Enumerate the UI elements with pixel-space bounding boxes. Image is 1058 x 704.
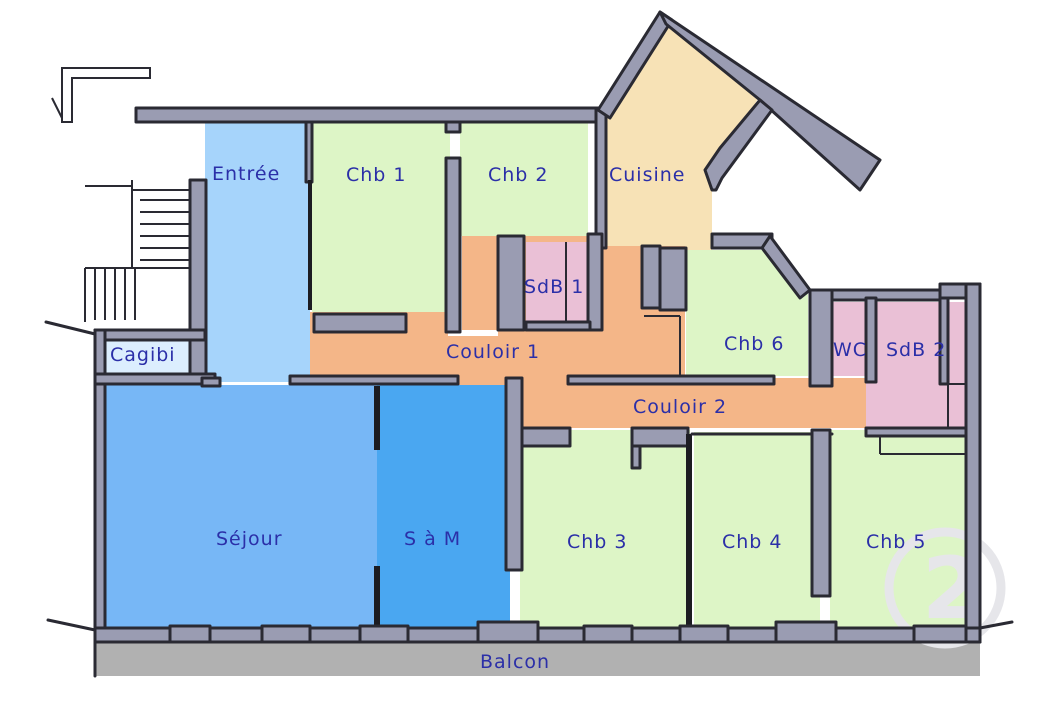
room-label-wc: WC — [833, 339, 867, 361]
wall — [504, 376, 524, 572]
wall — [304, 120, 314, 184]
break-line — [44, 320, 97, 336]
chb6-area — [686, 250, 808, 376]
window-pier — [912, 624, 968, 644]
wall — [964, 282, 982, 644]
wall — [496, 234, 526, 332]
wall — [188, 178, 208, 386]
room-label-chb6: Chb 6 — [724, 333, 785, 355]
wall — [586, 232, 604, 332]
chb1-area — [312, 122, 450, 312]
wall — [200, 376, 222, 388]
wall — [630, 426, 690, 448]
wall — [658, 246, 688, 312]
wall — [444, 156, 462, 334]
room-label-entree: Entrée — [212, 163, 280, 185]
room-label-chb4: Chb 4 — [722, 531, 783, 553]
wall — [93, 328, 207, 342]
sejour-area — [105, 385, 377, 630]
window-pier — [358, 624, 410, 644]
room-label-chb2: Chb 2 — [488, 164, 549, 186]
cagibi-area — [103, 338, 199, 374]
wall — [864, 296, 878, 384]
break-line — [46, 618, 97, 632]
room-label-chb1: Chb 1 — [346, 164, 407, 186]
couloir-area — [310, 236, 866, 470]
wall — [864, 426, 968, 438]
chb2-area — [460, 122, 588, 236]
wall — [444, 120, 462, 134]
room-label-couloir1: Couloir 1 — [446, 341, 540, 363]
room-label-chb3: Chb 3 — [567, 531, 628, 553]
door — [374, 566, 380, 630]
wall — [93, 372, 217, 386]
watermark-circle — [884, 527, 1006, 649]
wall — [134, 106, 598, 124]
sdb1-area — [526, 242, 590, 324]
wall — [288, 374, 460, 386]
room-label-cagibi: Cagibi — [110, 344, 176, 366]
chb4-area — [694, 432, 820, 630]
window-pier — [260, 624, 312, 644]
window-pier — [476, 620, 540, 644]
wall — [808, 288, 834, 388]
wall — [520, 426, 572, 448]
wall — [938, 296, 950, 386]
break-line — [978, 620, 1014, 630]
wall — [566, 374, 776, 386]
room-label-cuisine: Cuisine — [609, 164, 686, 186]
room-label-sam: S à M — [404, 528, 461, 550]
room-label-sdb2: SdB 2 — [886, 339, 946, 361]
wall — [703, 98, 774, 192]
wall — [594, 106, 608, 250]
window-pier — [774, 620, 838, 644]
sam-area — [377, 385, 510, 630]
wall — [630, 444, 642, 470]
window-pier — [678, 624, 730, 644]
window-pier — [582, 624, 634, 644]
sdb2-area — [866, 302, 966, 428]
room-label-couloir2: Couloir 2 — [633, 396, 727, 418]
wall — [810, 428, 832, 598]
door — [374, 386, 380, 450]
wall — [312, 312, 408, 334]
wall — [658, 10, 882, 192]
balcony-railing — [51, 97, 63, 119]
balcony-railing — [61, 67, 151, 123]
window-pier — [168, 624, 212, 644]
room-label-balcon: Balcon — [480, 651, 550, 673]
chb3-area — [520, 430, 690, 630]
room-label-sdb1: SdB 1 — [524, 276, 584, 298]
wall — [760, 234, 812, 300]
door — [308, 180, 312, 310]
wall — [830, 288, 946, 302]
door — [686, 434, 692, 630]
wc-area — [830, 302, 866, 376]
room-label-sejour: Séjour — [216, 528, 283, 550]
balcony-area — [95, 642, 980, 676]
wall — [640, 244, 662, 310]
wall — [524, 320, 592, 332]
entree-area — [205, 122, 310, 382]
room-label-chb5: Chb 5 — [866, 531, 927, 553]
cuisine-area — [600, 22, 762, 250]
